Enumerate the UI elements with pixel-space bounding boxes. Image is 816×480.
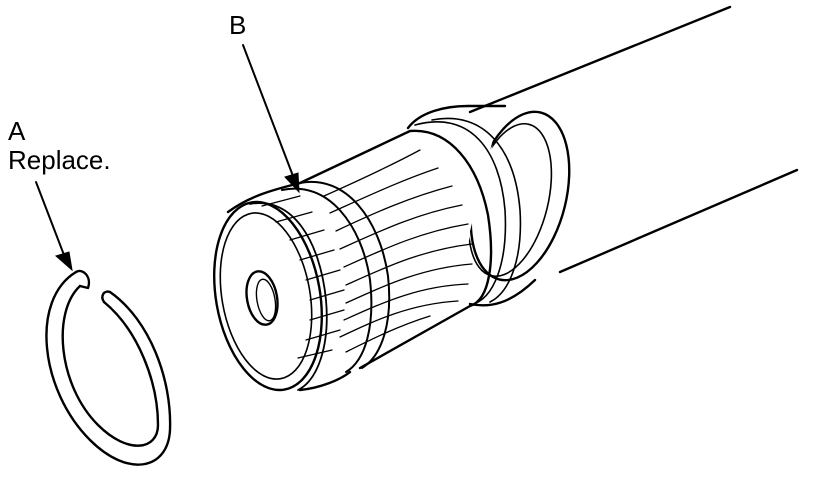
callout-arrow-a bbox=[35, 181, 73, 272]
shaft-end bbox=[212, 181, 352, 392]
shaft bbox=[468, 5, 799, 274]
spline-section bbox=[281, 129, 493, 373]
label-a-letter: A bbox=[8, 116, 26, 146]
arrowhead-a-icon bbox=[54, 251, 73, 272]
callout-arrow-b bbox=[242, 44, 300, 194]
label-a-note: Replace. bbox=[8, 145, 111, 175]
snap-ring bbox=[45, 269, 172, 466]
arrowhead-b-icon bbox=[284, 172, 300, 194]
boot-collar bbox=[406, 104, 571, 307]
label-b-letter: B bbox=[229, 10, 246, 40]
